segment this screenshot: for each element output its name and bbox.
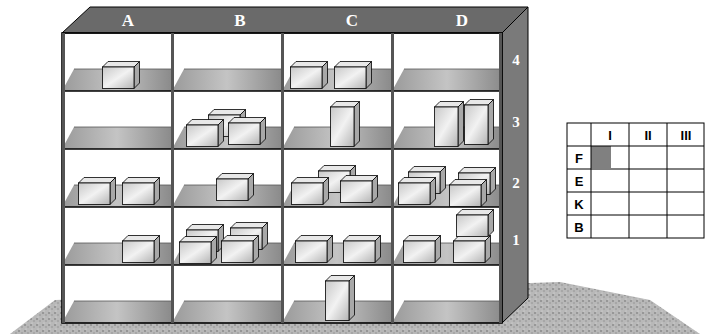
table-row-label: F <box>575 152 583 165</box>
column-letter: C <box>346 12 358 29</box>
row-number: 4 <box>512 53 520 68</box>
table-row-label: E <box>575 175 584 188</box>
row-number: 2 <box>512 176 520 191</box>
shelf-posts <box>62 33 502 323</box>
table-header: II <box>644 129 651 142</box>
table-row-label: B <box>574 221 583 234</box>
shelf-frame <box>62 33 502 323</box>
shelf-side <box>502 7 528 323</box>
shelf-top <box>62 7 528 33</box>
grid-table <box>567 123 704 238</box>
boxes <box>79 62 496 321</box>
column-letter: B <box>234 12 245 29</box>
column-letter: D <box>456 12 468 29</box>
table-header: III <box>681 129 692 142</box>
column-letter: A <box>122 12 134 29</box>
table-row-label: K <box>574 198 583 211</box>
row-number: 1 <box>512 233 520 248</box>
row-number: 3 <box>512 115 520 130</box>
table-header: I <box>608 129 612 142</box>
